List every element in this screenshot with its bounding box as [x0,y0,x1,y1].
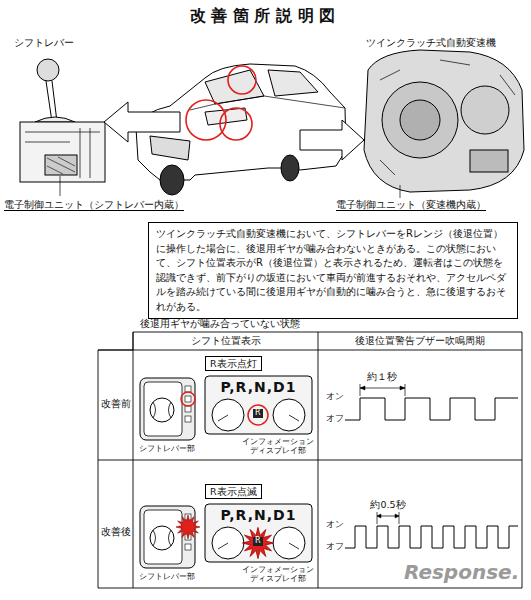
node-text: ツインクラッチ式自動変速機において、シフトレバーをRレンジ（後退位置）に操作した… [156,227,510,314]
pointer-arrow [104,102,364,160]
buzzer-waveform [345,512,518,548]
callout-circle [248,405,268,425]
table-header: 後退位置警告ブザー吹鳴周期 [318,335,522,347]
instrument-cluster [205,376,312,434]
node-text: R表示点灯 [210,358,257,369]
status-box: R表示点灯 [205,356,262,371]
shift-lever-drawing [20,59,105,196]
description-box: ツインクラッチ式自動変速機において、シフトレバーをRレンジ（後退位置）に操作した… [148,222,518,319]
shift-lever-panel [140,506,195,568]
instrument-cluster [205,504,312,562]
flash-burst [176,515,200,539]
interval-label: 約１秒 [362,371,402,382]
part-label: ツインクラッチ式自動変速機 [366,37,496,49]
row-header: 改善前 [98,398,133,409]
axis-label: オン [326,519,344,530]
shift-lever-panel [140,378,195,440]
part-label: シフトレバー部 [134,572,200,582]
display-text: P,R,N,D1 [205,379,312,396]
part-label: インフォメーション ディスプレイ部 [240,437,316,455]
flash-burst [242,527,273,558]
callout-circle [186,66,256,140]
indicator-r: R [253,409,263,418]
part-label: インフォメーション ディスプレイ部 [240,565,316,583]
table-caption: 後退用ギヤが噛み合っていない状態 [140,318,300,330]
indicator-r: R [253,537,263,546]
callout-circle [181,392,195,406]
axis-label: オフ [326,413,344,424]
buzzer-waveform [345,384,518,420]
table-header: シフト位置表示 [133,335,318,347]
part-label: シフトレバー部 [134,444,200,454]
table-grid [98,332,522,588]
part-label: 電子制御ユニット（シフトレバー内蔵） [4,199,184,211]
interval-label: 約0.5秒 [366,499,410,510]
axis-label: オフ [326,541,344,552]
watermark: Response. [404,560,519,584]
part-label: シフトレバー [14,37,74,49]
status-box: R表示点滅 [205,484,262,499]
transmission-drawing [364,50,524,198]
part-label: 電子制御ユニット（変速機内蔵） [336,199,486,211]
axis-label: オン [326,391,344,402]
node-text: R表示点滅 [210,486,257,497]
row-header: 改善後 [98,526,133,537]
display-text: P,R,N,D1 [205,507,312,524]
title: 改 善 箇 所 説 明 図 [0,6,528,25]
